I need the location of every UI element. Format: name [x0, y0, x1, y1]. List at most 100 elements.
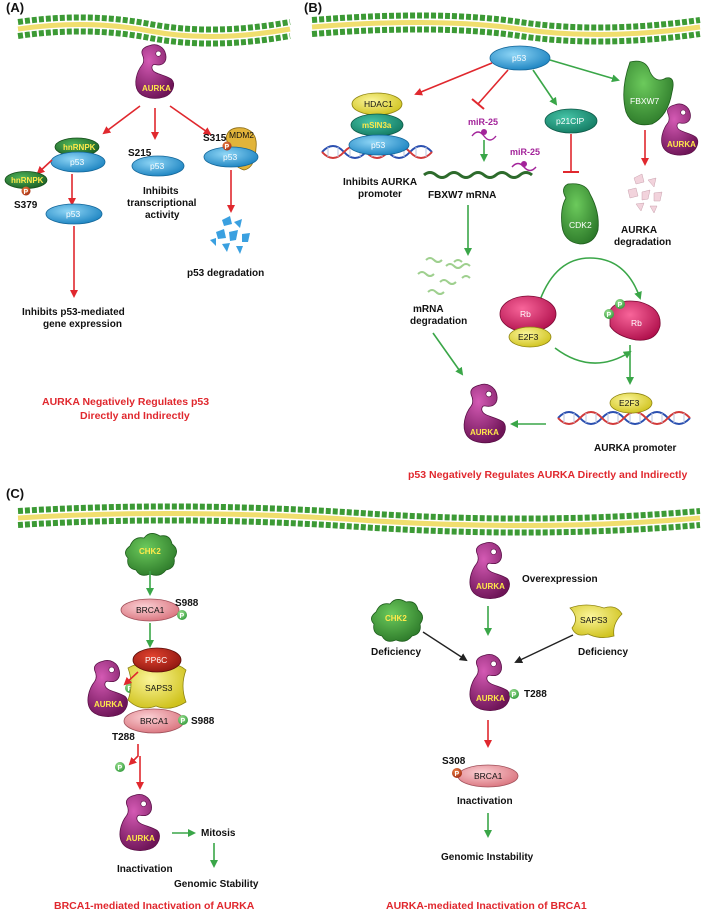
phospho-marker	[222, 141, 232, 151]
arrow-hnrnpk-release	[36, 159, 53, 175]
panel-label-c: (C)	[6, 486, 24, 501]
site-s988: S988	[175, 598, 199, 609]
phospho-marker	[452, 768, 462, 778]
phospho-label: P	[618, 302, 623, 309]
arrow-saps3-deficiency	[514, 634, 574, 664]
membrane-a	[17, 14, 291, 47]
msin3a-label: mSIN3a	[362, 121, 392, 130]
panel-label-b: (B)	[304, 0, 322, 15]
chk2-c-left: CHK2	[125, 533, 177, 576]
mir25-label: miR-25	[510, 147, 540, 157]
dna-helix-right	[557, 411, 691, 425]
aurka-fragments-icon	[627, 173, 663, 214]
aurka-promoter-label: AURKA promoter	[594, 443, 677, 454]
e2f3-label: E2F3	[619, 398, 640, 408]
aurka-label: AURKA	[126, 834, 155, 843]
aurka-c-right-mid: AURKA P T288	[469, 654, 547, 711]
phospho-marker	[178, 715, 188, 725]
saps3-c-right: SAPS3	[569, 604, 623, 638]
p53-label: p53	[70, 157, 84, 167]
panel-b-title: p53 Negatively Regulates AURKA Directly …	[408, 469, 687, 481]
inhibits-transcription-line3: activity	[145, 210, 180, 221]
p53-label: p53	[150, 161, 164, 171]
aurka-degradation-line2: degradation	[614, 237, 671, 248]
phospho-free: P	[115, 762, 125, 772]
inhibits-aurka-promoter-line2: promoter	[358, 189, 402, 200]
inactivation-label: Inactivation	[117, 864, 173, 875]
fbxw7-label: FBXW7	[630, 96, 660, 106]
phospho-marker	[177, 610, 187, 620]
fbxw7-mrna-strand: miR-25	[423, 147, 540, 179]
phospho-label: P	[24, 189, 29, 196]
arrow-chk2-deficiency	[422, 631, 468, 662]
panel-c-left-title: BRCA1-mediated Inactivation of AURKA	[54, 900, 255, 912]
rb-label: Rb	[631, 318, 642, 328]
e2f3-label: E2F3	[518, 332, 539, 342]
p53-label: p53	[66, 209, 80, 219]
arrow-pp6c-dephosphorylate	[123, 671, 139, 686]
p53-label: p53	[371, 140, 385, 150]
arrow-cdk2-rb	[539, 257, 642, 301]
aurka-label: AURKA	[94, 700, 123, 709]
phospho-label: P	[225, 144, 230, 151]
hdac1-label: HDAC1	[364, 99, 393, 109]
inhibits-transcription-line2: transcriptional	[127, 198, 197, 209]
mrna-degradation-line2: degradation	[410, 316, 467, 327]
p53-s215: S215 P p53	[128, 148, 185, 177]
aurka-b-bottom: AURKA	[463, 383, 506, 444]
fbxw7: FBXW7	[623, 60, 674, 126]
deficiency-left-label: Deficiency	[371, 647, 421, 658]
phospho-marker	[615, 299, 625, 309]
inhibits-gene-expression-line2: gene expression	[43, 319, 122, 330]
aurka-c-left-inactive: AURKA	[119, 794, 160, 851]
p53-b-top: p53	[489, 45, 551, 71]
fbxw7-mrna-label: FBXW7 mRNA	[428, 190, 496, 201]
mrna-fragments-icon	[417, 257, 471, 295]
brca1-label: BRCA1	[140, 716, 169, 726]
aurka-label: AURKA	[142, 84, 171, 93]
site-s215: S215	[128, 148, 152, 159]
p21cip-label: p21CIP	[556, 116, 585, 126]
mir25-top: miR-25	[468, 117, 498, 141]
panel-a-title-line2: Directly and Indirectly	[80, 410, 190, 422]
phospho-marker	[21, 186, 31, 196]
phospho-label: P	[512, 692, 517, 699]
p53-label: p53	[512, 53, 526, 63]
inhibits-gene-expression-line1: Inhibits p53-mediated	[22, 307, 125, 318]
p53-degradation-label: p53 degradation	[187, 268, 264, 279]
chk2-label: CHK2	[139, 547, 161, 556]
aurka-label: AURKA	[667, 140, 696, 149]
site-s379: S379	[14, 200, 38, 211]
pp6c-label: PP6C	[145, 655, 167, 665]
chk2-c-right: CHK2	[371, 599, 423, 642]
brca1-c-left: BRCA1 P S988	[120, 598, 199, 622]
brca1-label: BRCA1	[474, 771, 503, 781]
hnrnpk-p53-complex: hnRNPK p53	[50, 137, 106, 173]
arrow-phospho-release	[128, 744, 139, 766]
phospho-label: P	[128, 686, 133, 693]
aurka-label: AURKA	[476, 694, 505, 703]
membrane-c	[17, 503, 701, 536]
brca1-label: BRCA1	[136, 605, 165, 615]
site-s315: S315	[203, 133, 227, 144]
phospho-marker	[604, 309, 614, 319]
site-t288: T288	[112, 732, 135, 743]
phospho-label: P	[118, 765, 123, 772]
overexpression-label: Overexpression	[522, 574, 598, 585]
phospho-marker	[509, 689, 519, 699]
cdk2: CDK2	[561, 183, 599, 245]
arrow-e2f3-release	[554, 347, 632, 364]
aurka-b-fbxw7: AURKA	[661, 103, 699, 156]
inhibit-p53-mir25	[477, 69, 509, 105]
e2f3-on-promoter: E2F3	[609, 392, 653, 414]
mdm2-label: MDM2	[229, 130, 254, 140]
mdm2-p53-complex: MDM2 S315 p53 P	[203, 127, 259, 171]
rb-phospho: Rb P P	[604, 299, 661, 341]
phospho-label: P	[607, 312, 612, 319]
brca1-in-complex: BRCA1 P S988	[123, 708, 215, 734]
phospho-label: P	[180, 613, 185, 620]
inhibits-transcription-line1: Inhibits	[143, 186, 179, 197]
aurka-label: AURKA	[476, 582, 505, 591]
phospho-marker	[115, 762, 125, 772]
